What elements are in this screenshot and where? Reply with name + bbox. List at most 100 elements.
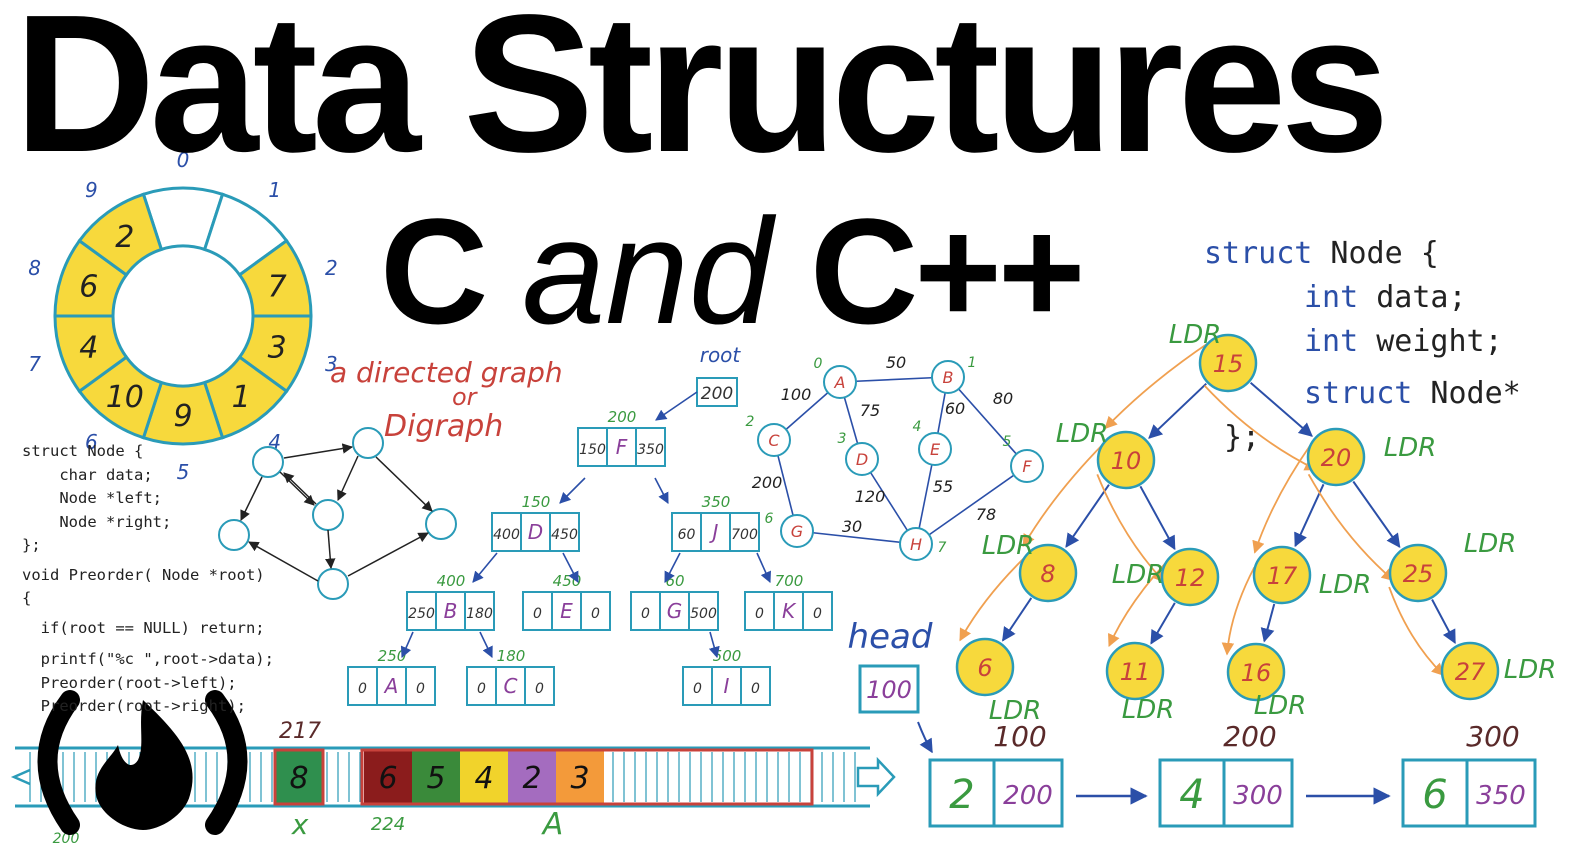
ldr-label: LDR bbox=[1169, 320, 1222, 350]
tree-edge bbox=[1260, 603, 1276, 643]
node-cell-value: 0 bbox=[693, 681, 702, 697]
graph-edge bbox=[947, 376, 1028, 467]
tree-link bbox=[562, 552, 579, 583]
tree-edge bbox=[1431, 599, 1456, 644]
subtitle-c: C bbox=[380, 187, 488, 355]
graph-weight: 30 bbox=[842, 517, 862, 536]
code-line: Preorder(root->left); bbox=[22, 673, 237, 692]
strip-arrow-right bbox=[856, 756, 896, 798]
tree-node bbox=[1096, 430, 1156, 490]
node-address: 250 bbox=[378, 647, 407, 665]
graph-node-label: D bbox=[856, 450, 868, 469]
tree-node-value: 8 bbox=[1040, 560, 1055, 588]
start-address: 200 bbox=[53, 831, 80, 847]
node-cell-value: 180 bbox=[466, 606, 493, 622]
tree-edge bbox=[1065, 484, 1110, 548]
traversal-arrow bbox=[1096, 474, 1165, 583]
head-value: 100 bbox=[866, 676, 912, 704]
node-cell-value: I bbox=[724, 674, 730, 698]
graph-node-id: 5 bbox=[1003, 434, 1012, 450]
node-cell-value: 0 bbox=[641, 606, 650, 622]
graph-node-label: E bbox=[930, 440, 941, 459]
tree-edge bbox=[1139, 485, 1176, 551]
code-text: weight; bbox=[1358, 324, 1503, 359]
a-label: A bbox=[541, 807, 564, 842]
queue-index: 9 bbox=[85, 178, 98, 202]
graph-node-id: 1 bbox=[968, 355, 977, 371]
tree-node-value: 27 bbox=[1455, 658, 1486, 686]
a-cell bbox=[364, 750, 412, 804]
graph-weight: 80 bbox=[993, 389, 1013, 408]
node-cell-value: 0 bbox=[591, 606, 600, 622]
a-value: 3 bbox=[570, 761, 589, 796]
ldr-label: LDR bbox=[1056, 419, 1109, 449]
graph-node-id: 2 bbox=[746, 414, 755, 430]
code-line: char data; bbox=[22, 465, 153, 484]
code-text: Node { bbox=[1312, 236, 1439, 271]
tree-link bbox=[479, 631, 493, 659]
code-keyword: int bbox=[1304, 280, 1359, 315]
list-node-data: 4 bbox=[1179, 772, 1204, 818]
tree-edge bbox=[1150, 602, 1176, 645]
strip-arrow-left bbox=[10, 768, 31, 786]
a-cell bbox=[508, 750, 556, 804]
list-node-next: 300 bbox=[1233, 781, 1283, 811]
tree-link bbox=[708, 631, 720, 659]
node-cell bbox=[551, 591, 582, 631]
tree-node bbox=[1226, 642, 1286, 702]
a-cell bbox=[556, 750, 604, 804]
a-value: 2 bbox=[522, 761, 541, 796]
queue-slot-value: 1 bbox=[232, 380, 251, 415]
code-line: Node *right; bbox=[22, 512, 172, 531]
tree-edge bbox=[1249, 381, 1313, 437]
traversal-arrow bbox=[1388, 586, 1445, 676]
list-node-address: 200 bbox=[1223, 720, 1276, 753]
node-cell bbox=[700, 512, 731, 552]
traversal-arrow bbox=[1108, 561, 1168, 647]
node-cell bbox=[491, 512, 522, 552]
node-cell-value: 500 bbox=[690, 606, 717, 622]
tree-node bbox=[955, 637, 1015, 697]
queue-index: 7 bbox=[28, 352, 41, 376]
graph-weight: 78 bbox=[976, 505, 996, 524]
tree-link bbox=[472, 552, 498, 583]
node-cell bbox=[376, 666, 407, 706]
node-cell-value: K bbox=[782, 599, 797, 623]
tree-node bbox=[1160, 547, 1220, 607]
tree-node-value: 16 bbox=[1241, 659, 1272, 687]
node-address: 200 bbox=[608, 408, 637, 426]
ldr-label: LDR bbox=[1464, 529, 1517, 559]
x-label: x bbox=[291, 808, 309, 841]
a-value: 4 bbox=[474, 761, 493, 796]
graph-weight: 100 bbox=[781, 385, 812, 404]
head-label: head bbox=[848, 617, 933, 657]
list-node bbox=[928, 758, 1064, 828]
node-address: 500 bbox=[713, 647, 742, 665]
a-address: 224 bbox=[371, 814, 405, 835]
ldr-label: LDR bbox=[982, 531, 1035, 561]
graph-node-label: A bbox=[834, 373, 846, 392]
node-cell-value: 0 bbox=[751, 681, 760, 697]
node-cell-value: 0 bbox=[535, 681, 544, 697]
node-address: 700 bbox=[775, 572, 804, 590]
digraph-label-line1: a directed graph bbox=[330, 356, 563, 389]
traversal-arrow bbox=[1203, 385, 1318, 471]
tree-node bbox=[1105, 641, 1165, 701]
tree-edge bbox=[1001, 597, 1033, 642]
tree-link bbox=[400, 631, 414, 659]
node-address: 350 bbox=[702, 493, 731, 511]
graph-node-label: H bbox=[910, 535, 922, 554]
queue-slot-value: 10 bbox=[106, 380, 144, 415]
node-cell bbox=[711, 666, 742, 706]
tree-node-value: 25 bbox=[1403, 560, 1434, 588]
page-title: Data Structures bbox=[14, 0, 1390, 193]
graph-node bbox=[780, 514, 814, 548]
graph-node-id: 0 bbox=[814, 356, 823, 372]
queue-slot bbox=[77, 192, 164, 277]
graph-node bbox=[845, 442, 879, 476]
node-cell-value: 700 bbox=[731, 527, 758, 543]
graph-edge bbox=[796, 530, 917, 545]
graph-weight: 75 bbox=[860, 401, 880, 420]
